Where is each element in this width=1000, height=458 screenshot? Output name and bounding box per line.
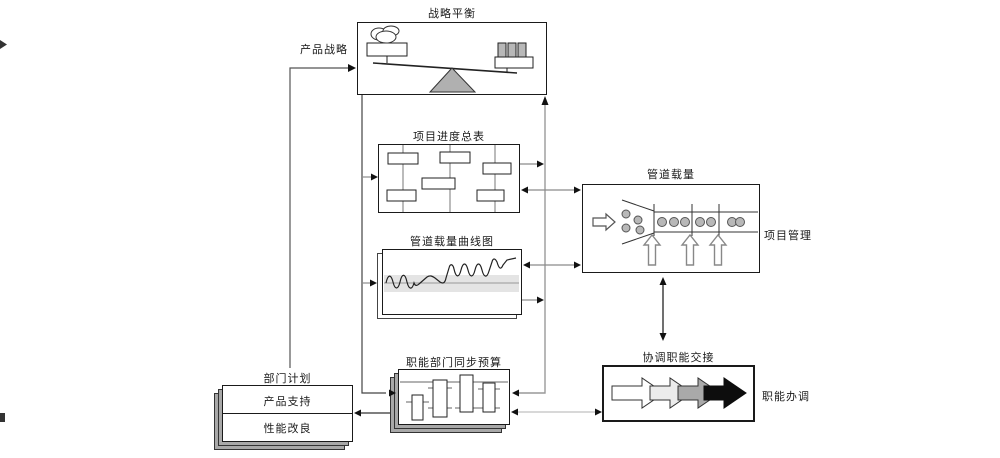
pipeline-load-title: 管道载量	[647, 168, 695, 181]
pipeline-load-module: 管道载量	[582, 166, 760, 273]
dept-plan-divider	[223, 413, 352, 414]
pipeline-funnel-illustration	[592, 199, 758, 266]
fulcrum-triangle	[428, 67, 477, 93]
load-curve-illustration	[384, 257, 519, 292]
dept-plan-row-performance: 性能改良	[263, 422, 312, 435]
curve-module: 管道载量曲线图	[377, 233, 523, 320]
dept-plan-title: 部门计划	[263, 372, 312, 385]
project-management-label: 项目管理	[764, 229, 812, 242]
input-arrow-icon	[592, 212, 616, 232]
building-blocks-icon	[497, 42, 527, 58]
budget-bars-illustration	[400, 374, 508, 421]
handover-arrows-illustration	[611, 377, 747, 409]
schedule-title: 项目进度总表	[413, 130, 485, 143]
pipe-balls	[657, 217, 745, 227]
schedule-chart-illustration	[386, 145, 512, 212]
dept-plan-box: 产品支持 性能改良	[222, 385, 353, 442]
dept-plan-row-product-support: 产品支持	[263, 395, 312, 408]
coordination-title: 协调职能交接	[642, 351, 715, 364]
coordination-module: 协调职能交接	[602, 349, 755, 422]
budget-module: 职能部门同步预算	[390, 354, 512, 434]
functional-coordination-label: 职能办调	[762, 390, 810, 403]
funnel-balls	[621, 209, 645, 235]
product-strategy-label: 产品战略	[300, 43, 348, 56]
cloud-icon	[370, 25, 400, 44]
resource-up-arrows	[642, 233, 728, 266]
budget-title: 职能部门同步预算	[406, 356, 502, 369]
strategic-balance-module: 战略平衡	[357, 0, 547, 95]
schedule-module: 项目进度总表	[378, 128, 520, 213]
pipeline-load-box	[582, 184, 760, 273]
dept-plan-module: 部门计划 产品支持 性能改良	[214, 370, 354, 452]
edge-artifact-bottom	[0, 413, 5, 422]
strategic-balance-title: 战略平衡	[428, 7, 476, 20]
balance-scale-illustration	[366, 25, 534, 93]
line-product-strategy	[289, 67, 349, 368]
edge-artifact-top	[0, 40, 7, 49]
curve-title: 管道载量曲线图	[410, 235, 494, 248]
